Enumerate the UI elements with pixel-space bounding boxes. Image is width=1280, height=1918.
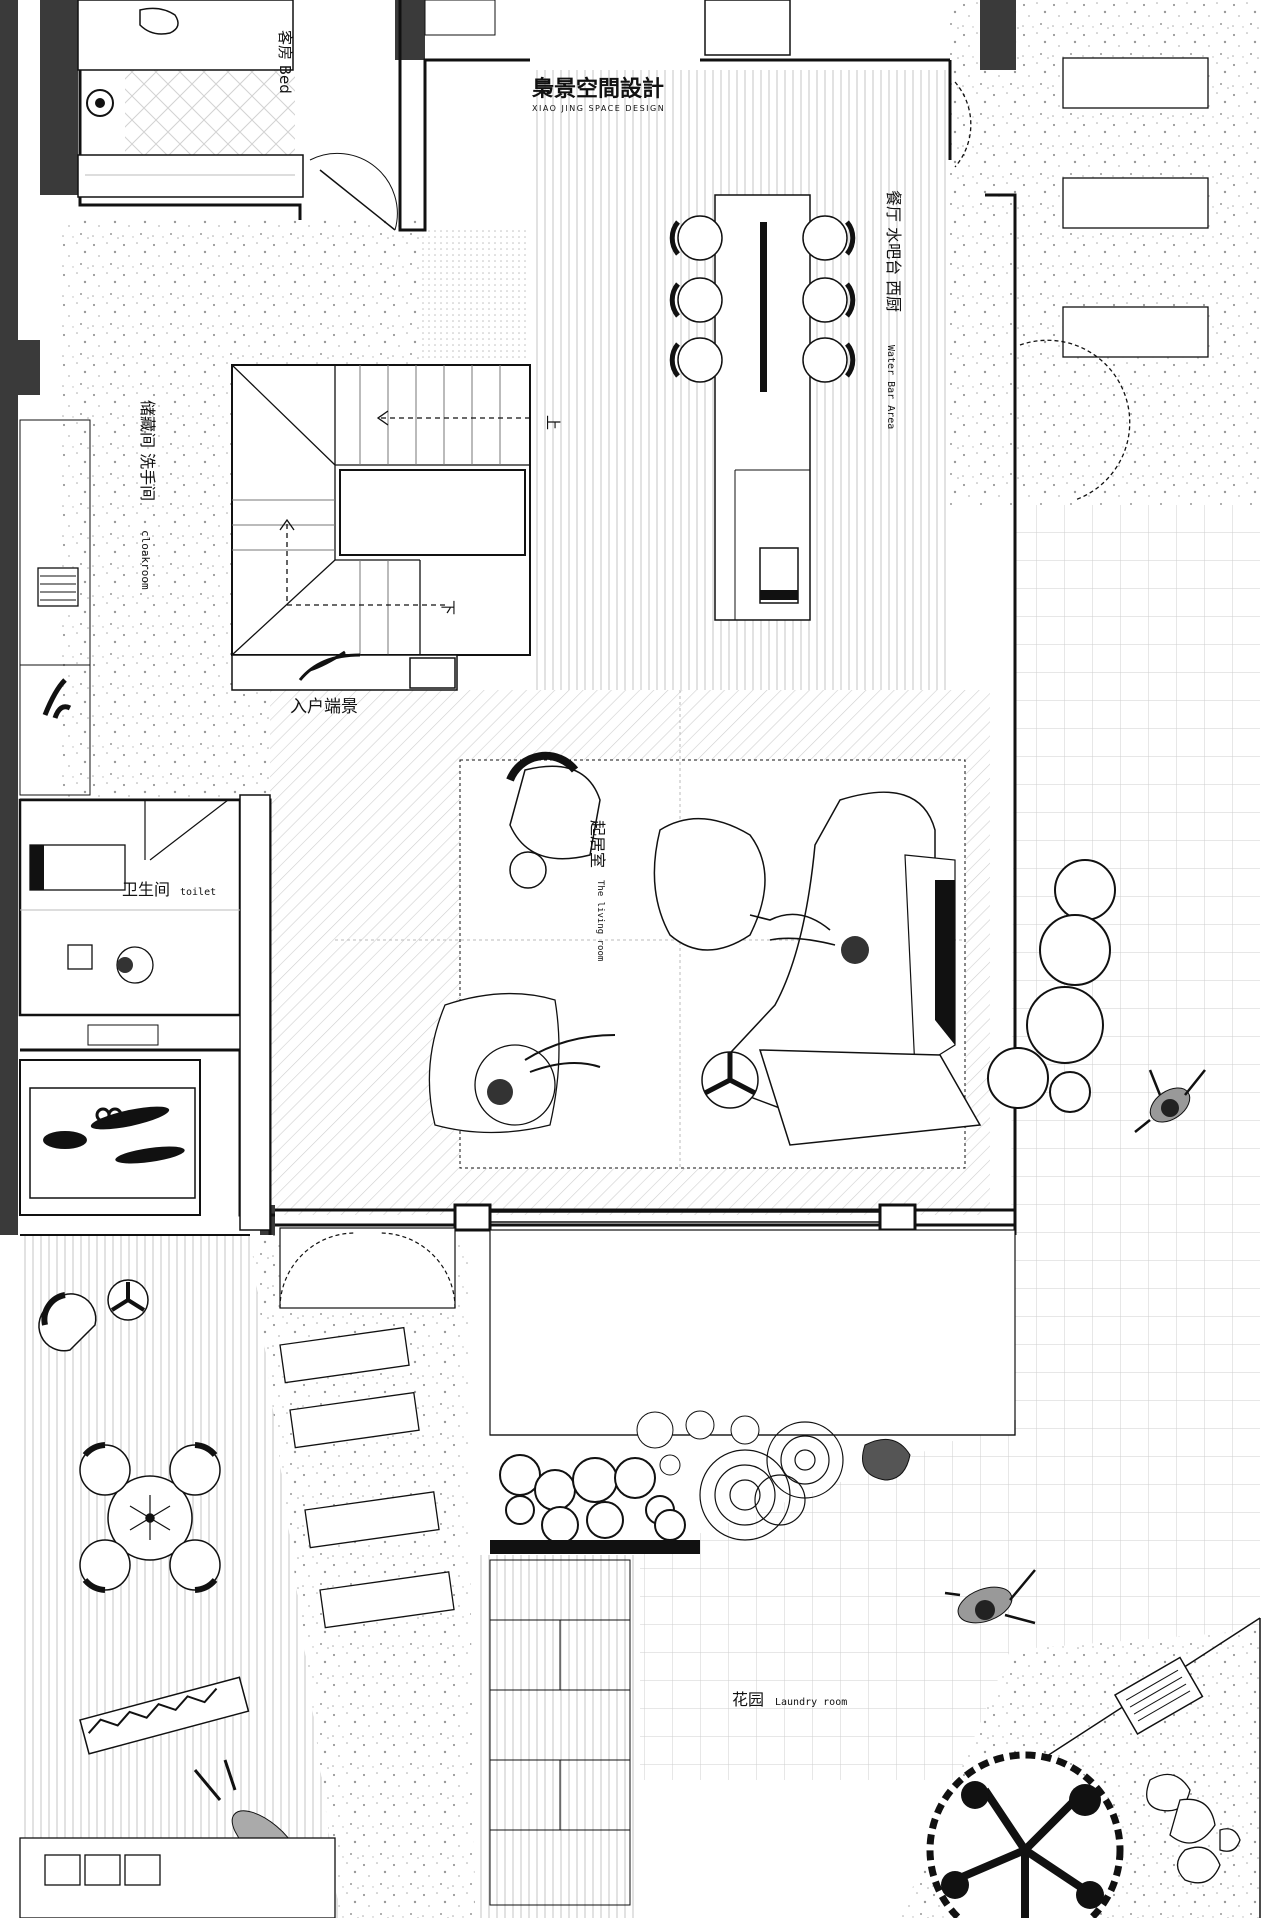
arrow-left-icon — [376, 410, 389, 426]
garden-label-cn: 花园 — [732, 1690, 764, 1709]
person-sleeping-icon — [139, 7, 179, 35]
staircase: 上 下 — [231, 364, 562, 691]
cloakroom-label-en: cloakroom — [139, 530, 152, 590]
person-reading-icon — [474, 1044, 556, 1126]
bbq-grill-icon — [1113, 1656, 1204, 1735]
toilet-label-en: toilet — [180, 887, 216, 898]
cloakroom-label-cn: 储藏间 洗手间 — [138, 400, 157, 501]
rug-animal-shapes — [43, 1106, 185, 1164]
outdoor-loungers-top — [954, 57, 1209, 501]
dining-chairs — [677, 215, 848, 383]
terrazzo-path — [250, 1235, 475, 1918]
deck-tile-pattern — [489, 1559, 631, 1906]
garden-grid — [640, 505, 1260, 1780]
toilet-room: 卫生间 toilet — [18, 794, 271, 1231]
dining-label-cn: 餐厅 水吧台 西厨 — [884, 190, 903, 312]
person-walking-right — [1134, 1069, 1206, 1133]
door-swing-toilet — [144, 799, 229, 861]
garden-label-en: Laundry room — [775, 1697, 847, 1708]
brand-title: 梟景空間設計 — [531, 76, 664, 102]
drain-icon — [67, 944, 93, 970]
plant-sketch-icon — [42, 678, 72, 719]
living-label-en: The living room — [595, 880, 605, 961]
person-on-sofa-icon — [841, 936, 869, 964]
boulder-icon — [862, 1438, 911, 1481]
bedroom-floor — [125, 70, 295, 155]
plant-icon — [298, 650, 361, 681]
rock-cluster — [1146, 1773, 1241, 1884]
toilet-label-cn: 卫生间 — [122, 880, 170, 899]
dining-area: 餐厅 水吧台 西厨 Water Bar Area — [669, 190, 903, 621]
person-walking-garden — [944, 1569, 1036, 1625]
deck-tiles — [475, 1555, 640, 1918]
stair-down-label: 下 — [439, 600, 457, 615]
brand-subtitle: XIAO JING SPACE DESIGN — [532, 104, 665, 113]
bedroom-label: 客房 Bed — [276, 30, 294, 94]
stair-well — [339, 469, 526, 556]
bedroom-top: 客房 Bed — [77, 0, 398, 231]
terrace-doors — [279, 1227, 1016, 1436]
terrace-loungers — [279, 1326, 455, 1629]
chair-backs — [669, 220, 856, 378]
door-swing-bedroom — [309, 152, 398, 231]
entrance-label: 入户端景 — [290, 697, 358, 717]
arrow-up-icon — [279, 518, 295, 531]
coffee-table — [653, 817, 766, 951]
cloakroom: 储藏间 洗手间 cloakroom — [19, 400, 157, 796]
planter-bar — [490, 1540, 700, 1554]
ripple-pond — [699, 1421, 844, 1541]
bench-bottom — [19, 1837, 336, 1918]
tree-icon — [926, 1751, 1124, 1918]
armchair-top — [506, 751, 601, 889]
shrubs-right — [987, 859, 1116, 1113]
stair-landing-floor — [420, 230, 530, 360]
brand-logo: 梟景空間設計 XIAO JING SPACE DESIGN — [531, 76, 665, 113]
dining-label-en: Water Bar Area — [885, 345, 896, 429]
bar-counter-line — [760, 222, 767, 392]
stair-arrow-down — [286, 520, 445, 606]
living-room: 起居室 The living room — [335, 690, 982, 1169]
stair-up-label: 上 — [544, 415, 562, 430]
patterned-mat — [79, 1676, 250, 1755]
stove-icon — [86, 89, 114, 117]
terrace-furniture — [38, 1279, 221, 1593]
living-label-cn: 起居室 — [588, 820, 607, 868]
